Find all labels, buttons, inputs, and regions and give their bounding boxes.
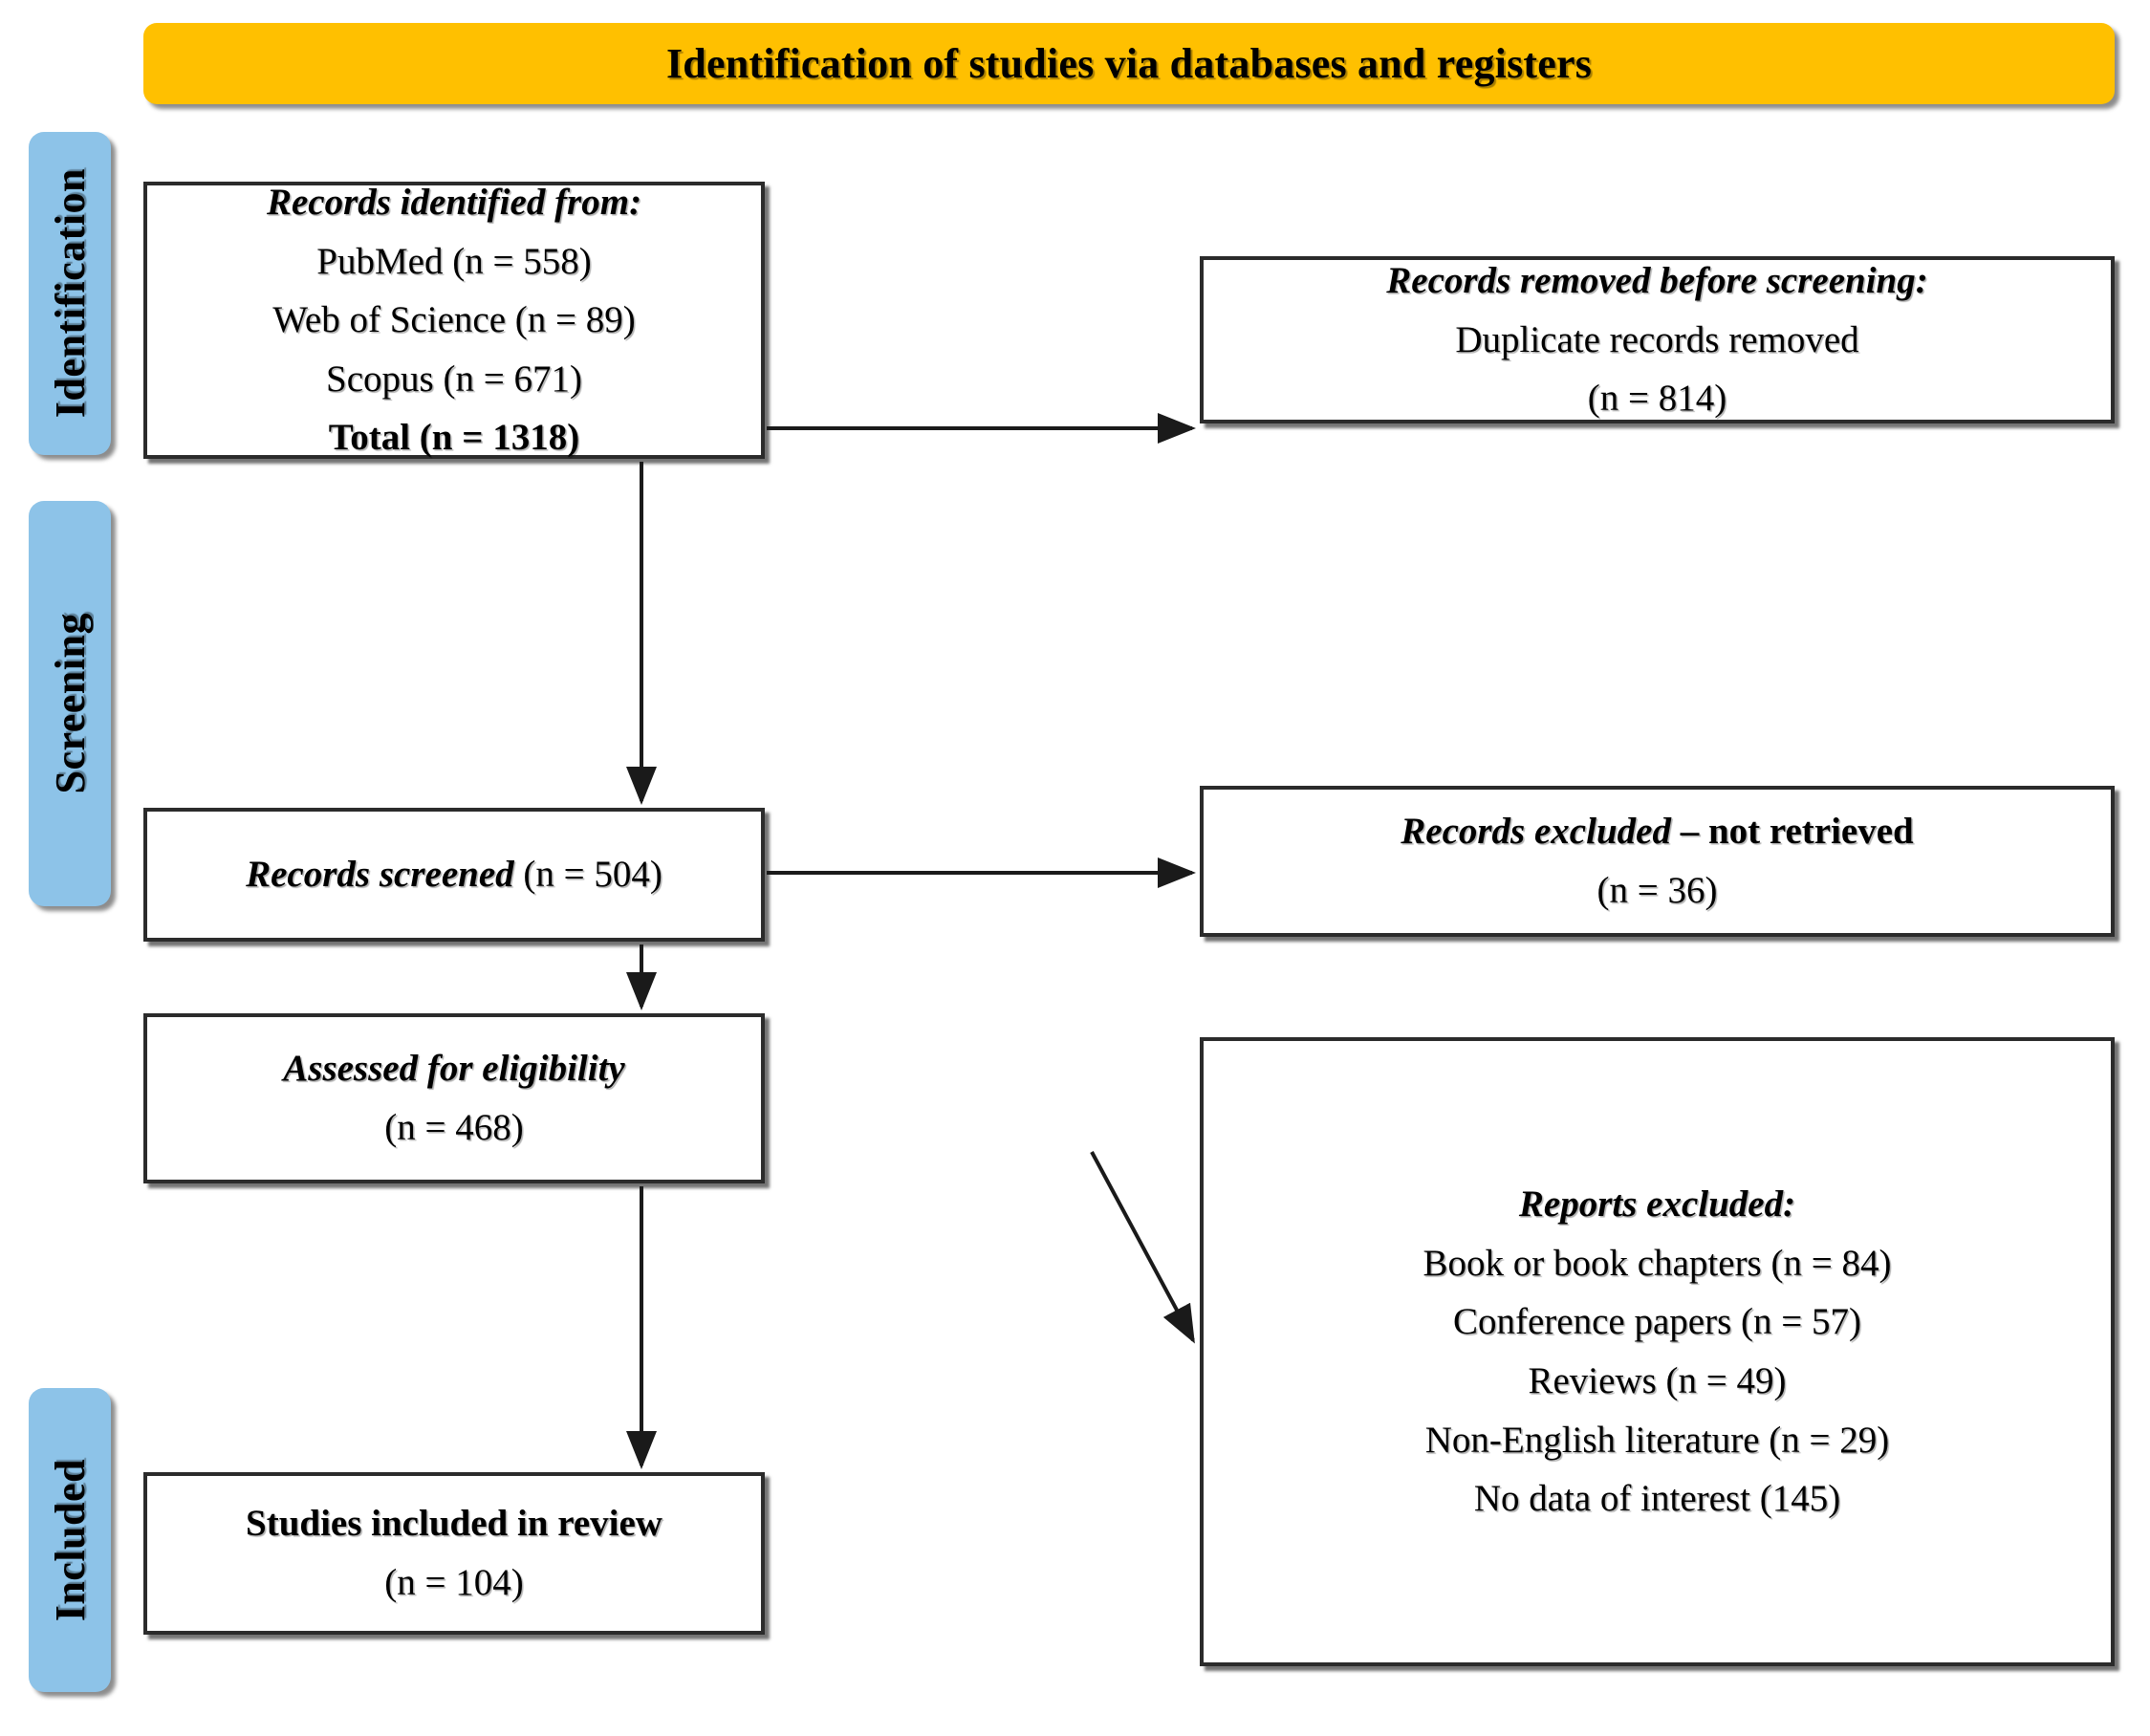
reports-excluded-heading: Reports excluded: <box>1518 1183 1796 1226</box>
box-records-identified: Records identified from: PubMed (n = 558… <box>143 182 765 459</box>
records-not-retrieved-heading: Records excluded <box>1401 811 1671 853</box>
records-identified-pubmed: PubMed (n = 558) <box>316 240 592 282</box>
assessed-eligibility-heading: Assessed for eligibility <box>283 1048 625 1090</box>
reports-excluded-reviews: Reviews (n = 49) <box>1528 1360 1787 1401</box>
box-records-removed-before-screening: Records removed before screening: Duplic… <box>1200 256 2115 423</box>
records-screened-label: Records screened <box>246 854 514 896</box>
records-removed-count: (n = 814) <box>1587 378 1727 420</box>
reports-excluded-no-data: No data of interest (145) <box>1473 1478 1841 1520</box>
studies-included-count: (n = 104) <box>384 1562 524 1603</box>
reports-excluded-conference-papers: Conference papers (n = 57) <box>1453 1301 1861 1343</box>
records-identified-web-of-science: Web of Science (n = 89) <box>272 299 636 341</box>
box-records-screened: Records screened (n = 504) <box>143 808 765 942</box>
stage-label-identification-text: Identification <box>46 168 94 419</box>
stage-label-screening: Screening <box>29 501 111 906</box>
records-screened-count-wrap: (n = 504) <box>514 854 662 895</box>
records-removed-duplicates: Duplicate records removed <box>1455 318 1859 360</box>
records-removed-heading: Records removed before screening: <box>1386 260 1928 302</box>
box-assessed-for-eligibility: Assessed for eligibility (n = 468) <box>143 1013 765 1183</box>
stage-label-identification: Identification <box>29 132 111 455</box>
diagram-header-banner: Identification of studies via databases … <box>143 23 2115 104</box>
records-identified-scopus: Scopus (n = 671) <box>326 358 582 400</box>
reports-excluded-book-chapters: Book or book chapters (n = 84) <box>1422 1242 1892 1284</box>
records-not-retrieved-count: (n = 36) <box>1596 870 1718 911</box>
diagram-title: Identification of studies via databases … <box>665 40 1593 87</box>
records-not-retrieved-heading-tail: – not retrieved <box>1670 811 1914 853</box>
box-reports-excluded: Reports excluded: Book or book chapters … <box>1200 1037 2115 1666</box>
arrow-eligibility-to-reports-excluded <box>1090 1151 1195 1344</box>
stage-label-screening-text: Screening <box>46 613 94 794</box>
records-screened-count: (n = 504) <box>523 854 662 896</box>
box-studies-included: Studies included in review (n = 104) <box>143 1472 765 1635</box>
box-records-excluded-not-retrieved: Records excluded – not retrieved (n = 36… <box>1200 786 2115 937</box>
records-identified-total: Total (n = 1318) <box>328 417 580 459</box>
records-not-retrieved-heading-line: Records excluded – not retrieved <box>1401 802 1914 861</box>
assessed-eligibility-count: (n = 468) <box>384 1107 524 1148</box>
stage-label-included: Included <box>29 1388 111 1692</box>
records-identified-heading: Records identified from: <box>266 181 642 223</box>
reports-excluded-non-english: Non-English literature (n = 29) <box>1424 1419 1890 1461</box>
stage-label-included-text: Included <box>46 1458 94 1622</box>
studies-included-heading: Studies included in review <box>246 1503 662 1545</box>
records-screened-line: Records screened (n = 504) <box>246 845 662 904</box>
